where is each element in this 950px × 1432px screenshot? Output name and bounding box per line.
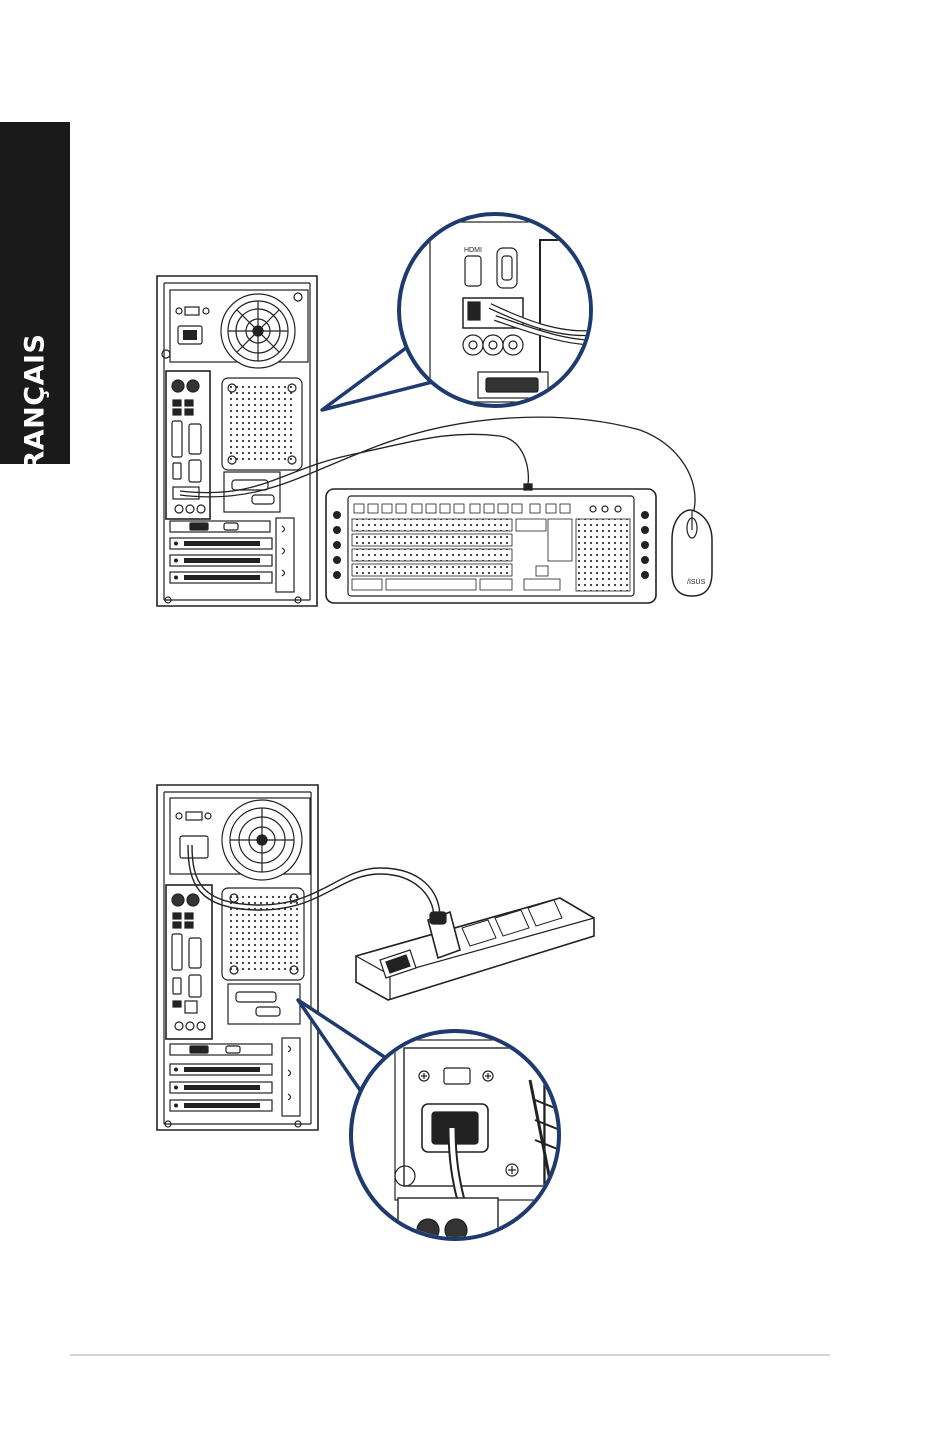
footer-rule <box>70 1354 830 1356</box>
mouse: /ISUS <box>672 510 712 596</box>
mouse-brand-label: /ISUS <box>687 579 706 586</box>
power-strip <box>356 898 594 1000</box>
top-figure: /ISUS HDMI <box>157 214 712 606</box>
bottom-figure <box>157 785 594 1241</box>
keyboard <box>326 489 656 603</box>
hdmi-label: HDMI <box>464 247 482 254</box>
callout-top: HDMI <box>322 214 600 410</box>
pc-tower-rear-bottom <box>157 785 318 1130</box>
pc-tower-rear-top <box>157 276 317 606</box>
callout-bottom <box>298 1000 560 1241</box>
